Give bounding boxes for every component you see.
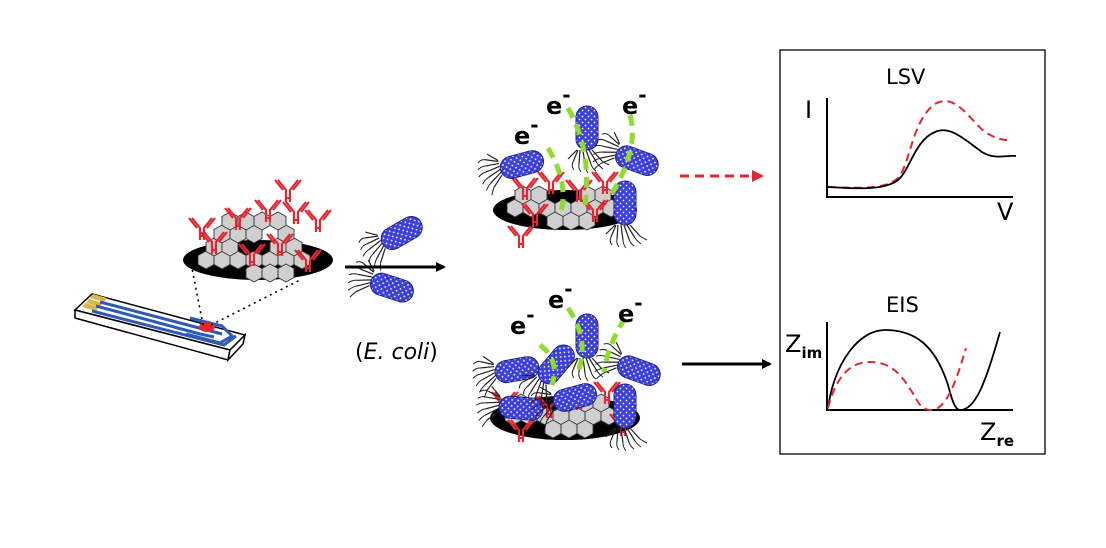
electron-transfer-top <box>545 106 635 216</box>
eis-y-label: Z <box>785 330 801 358</box>
screen-printed-electrode <box>73 257 301 363</box>
electron-charge: - <box>634 291 642 315</box>
svg-text:e-: e- <box>514 113 539 150</box>
lsv-y-label: I <box>805 96 812 124</box>
svg-text:e-: e- <box>618 291 643 328</box>
svg-text:e-: e- <box>548 277 573 314</box>
lsv-curve-bound <box>827 100 1009 189</box>
ecoli-paren-close: ) <box>429 340 438 365</box>
plots-panel <box>779 49 1046 455</box>
electron-label: e <box>548 286 564 314</box>
svg-text:Zre: Zre <box>980 418 1014 450</box>
electron-label: e <box>514 122 530 150</box>
eis-y-subscript: im <box>801 344 822 362</box>
eis-x-subscript: re <box>996 432 1014 450</box>
electron-label: e <box>546 92 562 120</box>
electron-labels-top: e- e- e- <box>514 83 647 150</box>
electron-labels-bottom: e- e- e- <box>510 277 643 340</box>
svg-text:(E. coli): (E. coli) <box>355 340 438 365</box>
electron-label: e <box>618 300 634 328</box>
electron-charge: - <box>564 277 572 301</box>
svg-text:Zim: Zim <box>785 330 822 362</box>
eis-curve-bound <box>827 347 967 411</box>
eis-plot: EIS Zim Zre <box>785 293 1014 450</box>
captured-bacteria-top <box>472 105 665 250</box>
eis-curve-control <box>827 329 1001 411</box>
svg-text:e-: e- <box>546 83 571 120</box>
captured-bacteria-bottom <box>468 313 667 452</box>
electron-charge: - <box>526 303 534 327</box>
lsv-axes <box>826 98 1013 198</box>
antibody-modified-graphene <box>183 178 333 283</box>
lsv-plot: LSV I V <box>805 65 1017 226</box>
ecoli-paren-open: ( <box>355 340 364 365</box>
lsv-curve-control <box>827 129 1017 190</box>
svg-text:e-: e- <box>622 83 647 120</box>
sensing-spot <box>199 322 215 332</box>
electron-charge: - <box>638 83 646 107</box>
lsv-x-label: V <box>997 198 1014 226</box>
eis-axes <box>826 322 1013 411</box>
ecoli-addition: (E. coli) <box>341 204 446 365</box>
electron-label: e <box>622 92 638 120</box>
electron-label: e <box>510 312 526 340</box>
eis-x-label: Z <box>980 418 996 446</box>
lsv-title: LSV <box>886 65 926 89</box>
svg-text:e-: e- <box>510 303 535 340</box>
ecoli-label: E. coli <box>364 340 430 365</box>
electron-charge: - <box>562 83 570 107</box>
electron-charge: - <box>530 113 538 137</box>
eis-title: EIS <box>886 293 919 317</box>
electron-transfer-bottom <box>538 306 628 386</box>
